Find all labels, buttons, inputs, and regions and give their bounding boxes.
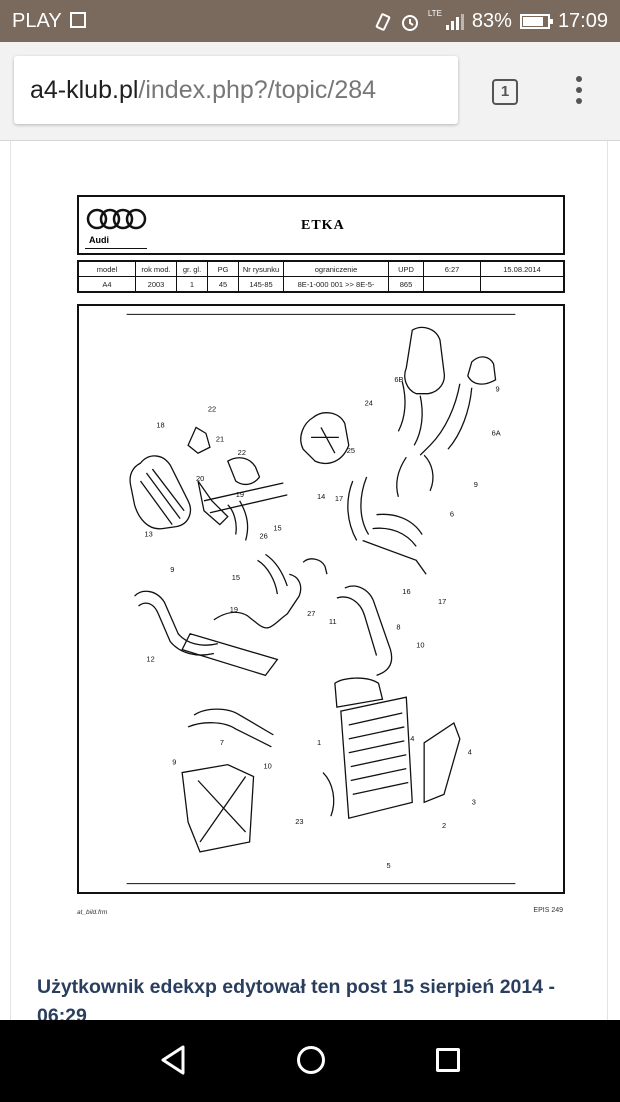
svg-text:15: 15 [232, 573, 240, 582]
svg-text:22: 22 [238, 448, 246, 457]
svg-text:9: 9 [474, 480, 478, 489]
svg-text:19: 19 [230, 605, 238, 614]
svg-text:10: 10 [416, 641, 424, 650]
diagram-footer-right: EPIS 249 [533, 907, 563, 914]
svg-text:9: 9 [496, 385, 500, 394]
brand-underline [85, 248, 147, 249]
carrier-name: PLAY [12, 10, 62, 32]
image-icon [70, 12, 86, 28]
etka-scan-image: Audi ETKA model rok mod. gr. gl. PG Nr r… [75, 193, 567, 923]
svg-text:8: 8 [396, 623, 400, 632]
svg-text:17: 17 [335, 494, 343, 503]
svg-text:1: 1 [317, 738, 321, 747]
battery-percent: 83% [471, 10, 512, 32]
clock: 17:09 [557, 10, 608, 32]
table-cell: 45 [207, 276, 239, 293]
table-header-cell: model [77, 260, 136, 277]
page-content: Audi ETKA model rok mod. gr. gl. PG Nr r… [0, 141, 620, 1020]
svg-text:5: 5 [386, 861, 390, 870]
svg-text:20: 20 [196, 474, 204, 483]
table-header-cell: ograniczenie [283, 260, 389, 277]
battery-fill [522, 17, 543, 26]
svg-text:14: 14 [317, 492, 325, 501]
overflow-menu-icon[interactable] [574, 76, 584, 110]
table-cell: A4 [77, 276, 136, 293]
svg-text:9: 9 [172, 758, 176, 767]
table-cell: 8E-1-000 001 >> 8E-5- [283, 276, 389, 293]
audi-rings-logo [86, 208, 147, 230]
svg-text:25: 25 [347, 446, 355, 455]
svg-text:9: 9 [170, 565, 174, 574]
recent-apps-icon[interactable] [436, 1048, 460, 1072]
address-bar[interactable]: a4-klub.pl/index.php?/topic/284 [14, 56, 458, 124]
vibrate-icon [375, 12, 391, 31]
table-header-cell: PG [207, 260, 239, 277]
svg-text:4: 4 [468, 748, 472, 757]
svg-text:26: 26 [260, 532, 268, 541]
svg-text:23: 23 [295, 817, 303, 826]
battery-icon [519, 14, 553, 29]
brand-label: Audi [89, 235, 109, 245]
svg-text:2: 2 [442, 821, 446, 830]
svg-text:16: 16 [402, 587, 410, 596]
table-cell: 2003 [135, 276, 177, 293]
home-icon[interactable] [297, 1046, 325, 1074]
alarm-icon [401, 14, 418, 31]
table-header-cell: UPD [388, 260, 424, 277]
svg-text:27: 27 [307, 609, 315, 618]
svg-text:21: 21 [216, 434, 224, 443]
table-cell: 1 [176, 276, 208, 293]
table-row: A4 2003 1 45 145-85 8E-1-000 001 >> 8E-5… [77, 276, 565, 293]
svg-text:10: 10 [263, 762, 271, 771]
android-nav-bar [0, 1020, 620, 1102]
edit-note: Użytkownik edekxp edytował ten post 15 s… [37, 976, 556, 1020]
signal-icon [445, 13, 464, 30]
table-cell: 145-85 [238, 276, 284, 293]
tab-switcher-button[interactable]: 1 [492, 79, 518, 105]
url-host: a4-klub.pl [30, 76, 139, 104]
svg-text:4: 4 [410, 734, 414, 743]
svg-text:19: 19 [236, 490, 244, 499]
network-type: LTE [427, 9, 442, 18]
table-row: model rok mod. gr. gl. PG Nr rysunku ogr… [77, 260, 565, 277]
url-text[interactable]: a4-klub.pl/index.php?/topic/284 [30, 76, 376, 105]
svg-text:24: 24 [365, 399, 373, 408]
svg-text:11: 11 [329, 617, 337, 626]
table-header-cell: rok mod. [135, 260, 177, 277]
back-icon[interactable] [159, 1044, 187, 1076]
url-path: /index.php?/topic/284 [138, 76, 377, 104]
forum-post: Audi ETKA model rok mod. gr. gl. PG Nr r… [10, 141, 608, 1020]
svg-text:12: 12 [146, 654, 154, 663]
table-cell [480, 276, 565, 293]
svg-text:15: 15 [273, 524, 281, 533]
etka-title: ETKA [301, 218, 345, 233]
svg-text:6A: 6A [492, 428, 501, 437]
table-header-cell: gr. gl. [176, 260, 208, 277]
svg-text:17: 17 [438, 597, 446, 606]
svg-text:3: 3 [472, 797, 476, 806]
svg-text:7: 7 [220, 738, 224, 747]
svg-text:13: 13 [144, 530, 152, 539]
svg-text:18: 18 [156, 420, 164, 429]
svg-text:22: 22 [208, 405, 216, 414]
browser-toolbar: a4-klub.pl/index.php?/topic/284 1 [0, 42, 620, 141]
status-bar: PLAY LTE 83% 17:09 [0, 0, 620, 42]
table-cell: 6:27 [423, 260, 481, 277]
table-cell: 15.08.2014 [480, 260, 565, 277]
parts-meta-table: model rok mod. gr. gl. PG Nr rysunku ogr… [77, 260, 565, 293]
table-header-cell: Nr rysunku [238, 260, 284, 277]
svg-text:6: 6 [450, 510, 454, 519]
diagram-footer-left: at_bild.frm [77, 909, 108, 916]
table-cell: 865 [388, 276, 424, 293]
svg-text:6B: 6B [394, 375, 403, 384]
status-icons: LTE 83% 17:09 [374, 9, 608, 33]
table-cell [423, 276, 481, 293]
etka-header: Audi ETKA [77, 195, 565, 255]
